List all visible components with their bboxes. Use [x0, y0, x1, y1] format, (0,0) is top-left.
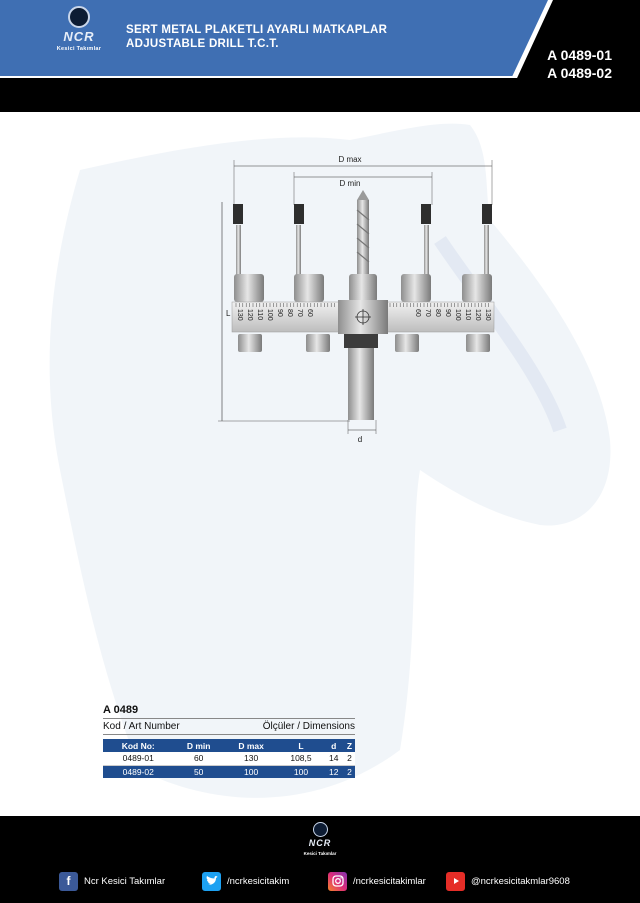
length-dimension: L — [218, 202, 350, 422]
scale-label: 110 — [464, 309, 471, 320]
scale-label: 120 — [246, 309, 253, 321]
drill-technical-drawing: D max D min L — [218, 155, 495, 444]
twitter-link[interactable]: /ncrkesicitakim — [202, 871, 289, 891]
table-cell: 2 — [343, 765, 355, 778]
drill-shank: d — [344, 334, 378, 444]
table-cell: 2 — [343, 752, 355, 766]
dmin-dimension: D min — [293, 172, 433, 205]
table-subheader: Kod / Art Number Ölçüler / Dimensions — [103, 718, 355, 735]
scale-label: 80 — [286, 309, 293, 317]
header-bar: NCR Kesici Takımlar SERT METAL PLAKETLI … — [0, 0, 640, 112]
locking-nuts — [238, 334, 490, 352]
horse-logo-icon — [313, 822, 328, 837]
tool-holders — [234, 274, 492, 302]
scale-label: 60 — [414, 309, 421, 317]
instagram-link[interactable]: /ncrkesicitakimlar — [328, 871, 426, 891]
table-row: 0489-02 50 100 100 12 2 — [103, 765, 355, 778]
facebook-handle: Ncr Kesici Takımlar — [84, 875, 166, 887]
facebook-icon: f — [59, 871, 78, 891]
youtube-handle: @ncrkesicitakmlar9608 — [471, 875, 570, 887]
title-english: ADJUSTABLE DRILL T.C.T. — [126, 38, 279, 50]
col-header: d — [323, 739, 344, 752]
table-cell: 50 — [173, 765, 224, 778]
table-header-row: Kod No: D min D max L d Z — [103, 739, 355, 752]
table-title: A 0489 — [103, 704, 139, 716]
col-header: Kod No: — [103, 739, 174, 752]
scale-label: 100 — [454, 309, 461, 321]
scale-label: 70 — [424, 309, 431, 317]
logo-subtitle: Kesici Takımlar — [56, 46, 102, 52]
twitter-icon — [202, 871, 221, 891]
dimensions-table: Kod No: D min D max L d Z 0489-01 60 130… — [103, 739, 355, 778]
scale-label: 60 — [306, 309, 313, 317]
facebook-link[interactable]: f Ncr Kesici Takımlar — [59, 871, 165, 891]
table-cell: 100 — [278, 765, 324, 778]
scale-label: 100 — [266, 309, 273, 321]
col-header: D max — [223, 739, 279, 752]
footer-logo: NCR Kesici Takımlar — [299, 822, 341, 862]
horse-logo-icon — [68, 6, 90, 28]
table-cell: 12 — [323, 765, 344, 778]
table-cell: 0489-01 — [103, 752, 174, 766]
l-label: L — [226, 309, 231, 318]
scale-label: 130 — [484, 309, 491, 321]
instagram-icon — [328, 871, 347, 891]
product-code-1: A 0489-01 — [547, 47, 612, 63]
col-header: L — [278, 739, 324, 752]
art-number-label: Kod / Art Number — [103, 721, 180, 732]
col-header: Z — [343, 739, 355, 752]
scale-label: 70 — [296, 309, 303, 317]
scale-label: 90 — [276, 309, 283, 317]
title-turkish: SERT METAL PLAKETLI AYARLI MATKAPLAR — [126, 24, 388, 36]
scale-label: 120 — [474, 309, 481, 321]
header-blue-band — [0, 0, 548, 76]
table-cell: 60 — [173, 752, 224, 766]
footer-bar: NCR Kesici Takımlar f Ncr Kesici Takımla… — [0, 816, 640, 903]
col-header: D min — [173, 739, 224, 752]
center-drill — [356, 190, 370, 274]
dimensions-label: Ölçüler / Dimensions — [262, 721, 355, 732]
scale-label: 80 — [434, 309, 441, 317]
instagram-handle: /ncrkesicitakimlar — [353, 875, 426, 887]
table-cell: 130 — [223, 752, 279, 766]
scale-label: 90 — [444, 309, 451, 317]
scale-label: 130 — [236, 309, 243, 321]
dimensions-table-block: A 0489 Kod / Art Number Ölçüler / Dimens… — [103, 704, 355, 778]
dmin-label: D min — [340, 179, 361, 188]
brand-logo: NCR Kesici Takımlar — [54, 6, 104, 58]
dmax-label: D max — [338, 155, 361, 164]
youtube-icon — [446, 871, 465, 891]
footer-logo-text: NCR — [308, 838, 332, 848]
table-cell: 0489-02 — [103, 765, 174, 778]
cutter-arms — [233, 204, 492, 275]
dmax-dimension: D max — [233, 155, 493, 205]
table-cell: 100 — [223, 765, 279, 778]
scale-label: 110 — [256, 309, 263, 320]
footer-logo-subtitle: Kesici Takımlar — [303, 851, 337, 856]
d-label: d — [358, 435, 362, 444]
table-cell: 14 — [323, 752, 344, 766]
youtube-link[interactable]: @ncrkesicitakmlar9608 — [446, 871, 570, 891]
logo-text: NCR — [63, 29, 95, 44]
table-row: 0489-01 60 130 108,5 14 2 — [103, 752, 355, 766]
table-cell: 108,5 — [278, 752, 324, 766]
twitter-handle: /ncrkesicitakim — [227, 875, 290, 887]
product-code-2: A 0489-02 — [547, 65, 612, 81]
